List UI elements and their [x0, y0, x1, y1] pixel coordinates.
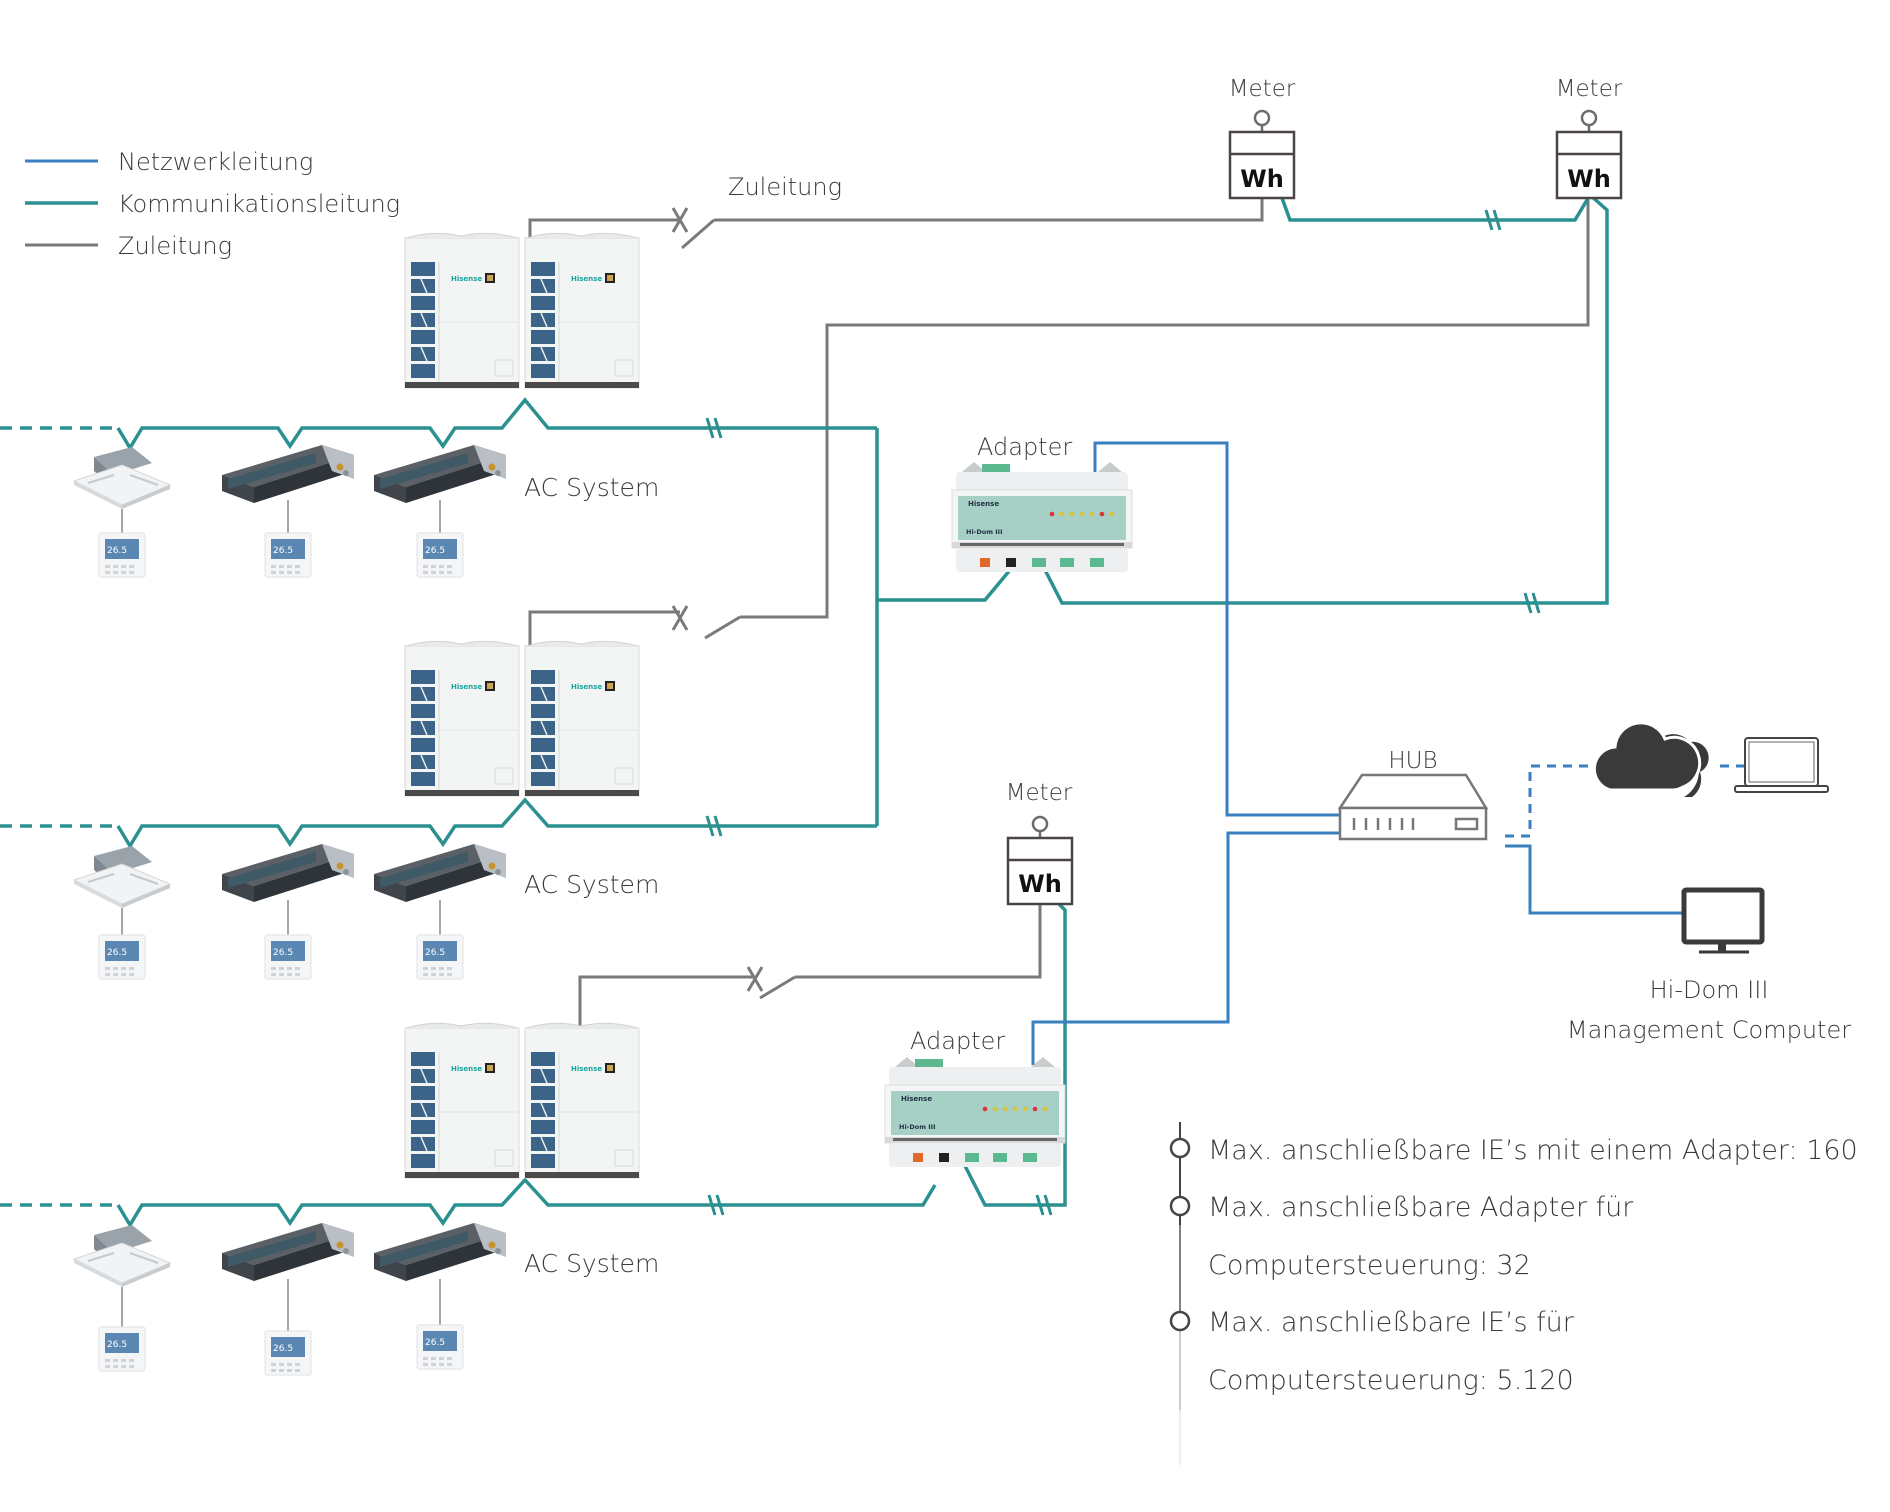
comm-bus-3 — [116, 1177, 937, 1229]
net-adapter1-hub — [1093, 441, 1357, 817]
info-item-3: Max. anschließbare IE’s für — [1208, 1307, 1575, 1338]
legend-label-communication: Kommunikationsleitung — [118, 190, 400, 218]
hub: HUB — [1337, 748, 1489, 841]
feed-line-1a — [528, 218, 680, 238]
comm-bus-1 — [116, 397, 877, 452]
hub-ports — [1352, 818, 1415, 830]
monitor-icon — [1681, 887, 1765, 945]
info-item-1: Max. anschließbare IE’s mit einem Adapte… — [1208, 1135, 1858, 1166]
net-adapter2-hub — [1031, 831, 1357, 1065]
comm-adapter1-meter2 — [1043, 193, 1609, 605]
indoor-row-3: AC System — [73, 1223, 659, 1376]
meter-2: Meter Wh — [1556, 76, 1623, 200]
meter-1-unit: Wh — [1240, 165, 1284, 193]
feed-line-label: Zuleitung — [728, 173, 842, 201]
info-item-2-cont: Computersteuerung: 32 — [1208, 1250, 1531, 1281]
ac-system-label-3: AC System — [524, 1249, 659, 1278]
info-bullet-2 — [1169, 1195, 1191, 1217]
meter-1-label: Meter — [1229, 76, 1296, 102]
ac-system-label-1: AC System — [524, 473, 659, 502]
feed-line-3b — [578, 975, 755, 1028]
legend: Netzwerkleitung Kommunikationsleitung Zu… — [25, 148, 400, 260]
meter-2-label: Meter — [1556, 76, 1623, 102]
network-lines — [1031, 441, 1745, 1065]
adapter-1-label: Adapter — [977, 433, 1072, 461]
legend-label-network: Netzwerkleitung — [118, 148, 313, 176]
hub-top — [1337, 773, 1489, 810]
computer-label-line1: Hi-Dom III — [1650, 976, 1769, 1004]
meter-2-unit: Wh — [1567, 165, 1611, 193]
feed-line-2b — [528, 610, 680, 645]
switch-x-1b — [671, 207, 689, 233]
info-bullet-3 — [1169, 1310, 1191, 1332]
feed-line-2a — [740, 198, 1590, 619]
feed-line-3a — [795, 905, 1042, 979]
management-computer: Hi-Dom III Management Computer — [1567, 887, 1851, 1044]
comm-bus-2 — [116, 797, 877, 850]
info-bullet-1 — [1169, 1137, 1191, 1159]
meter-1: Meter Wh — [1229, 76, 1296, 200]
switch-x-3b — [746, 966, 764, 992]
comm-to-adapter-1 — [877, 568, 1012, 602]
switch-lever-1 — [681, 218, 715, 250]
adapter-1: Adapter — [951, 433, 1133, 573]
indoor-row-1: AC System — [73, 445, 659, 578]
computer-label-line2: Management Computer — [1567, 1016, 1851, 1044]
info-list: Max. anschließbare IE’s mit einem Adapte… — [1169, 1122, 1858, 1465]
outdoor-unit-group-1 — [404, 232, 640, 389]
meter-3-label: Meter — [1006, 780, 1073, 806]
info-item-2: Max. anschließbare Adapter für — [1208, 1192, 1634, 1223]
outdoor-unit-group-2 — [404, 640, 640, 797]
feed-line-1b — [714, 198, 1264, 222]
laptop-icon — [1734, 737, 1829, 793]
info-item-3-cont: Computersteuerung: 5.120 — [1208, 1365, 1574, 1396]
switch-lever-3 — [759, 975, 796, 1000]
meter-3: Meter Wh — [1006, 780, 1074, 906]
comm-meter1-meter2 — [1280, 194, 1592, 222]
meter-3-unit: Wh — [1018, 870, 1062, 898]
net-hub-cloud — [1505, 764, 1605, 838]
switch-lever-2 — [704, 615, 741, 640]
adapter-2: Adapter — [884, 1027, 1066, 1168]
feed-lines — [528, 198, 1590, 1028]
hub-label: HUB — [1388, 748, 1437, 774]
net-hub-computer — [1505, 844, 1683, 915]
indoor-row-2: AC System — [73, 844, 659, 980]
adapter-2-label: Adapter — [910, 1027, 1005, 1055]
communication-lines — [0, 193, 1609, 1229]
switch-x-2b — [671, 605, 689, 631]
cloud-icon — [1592, 721, 1709, 797]
legend-label-feed: Zuleitung — [118, 232, 232, 260]
ac-system-label-2: AC System — [524, 870, 659, 899]
outdoor-unit-group-3 — [404, 1022, 640, 1179]
